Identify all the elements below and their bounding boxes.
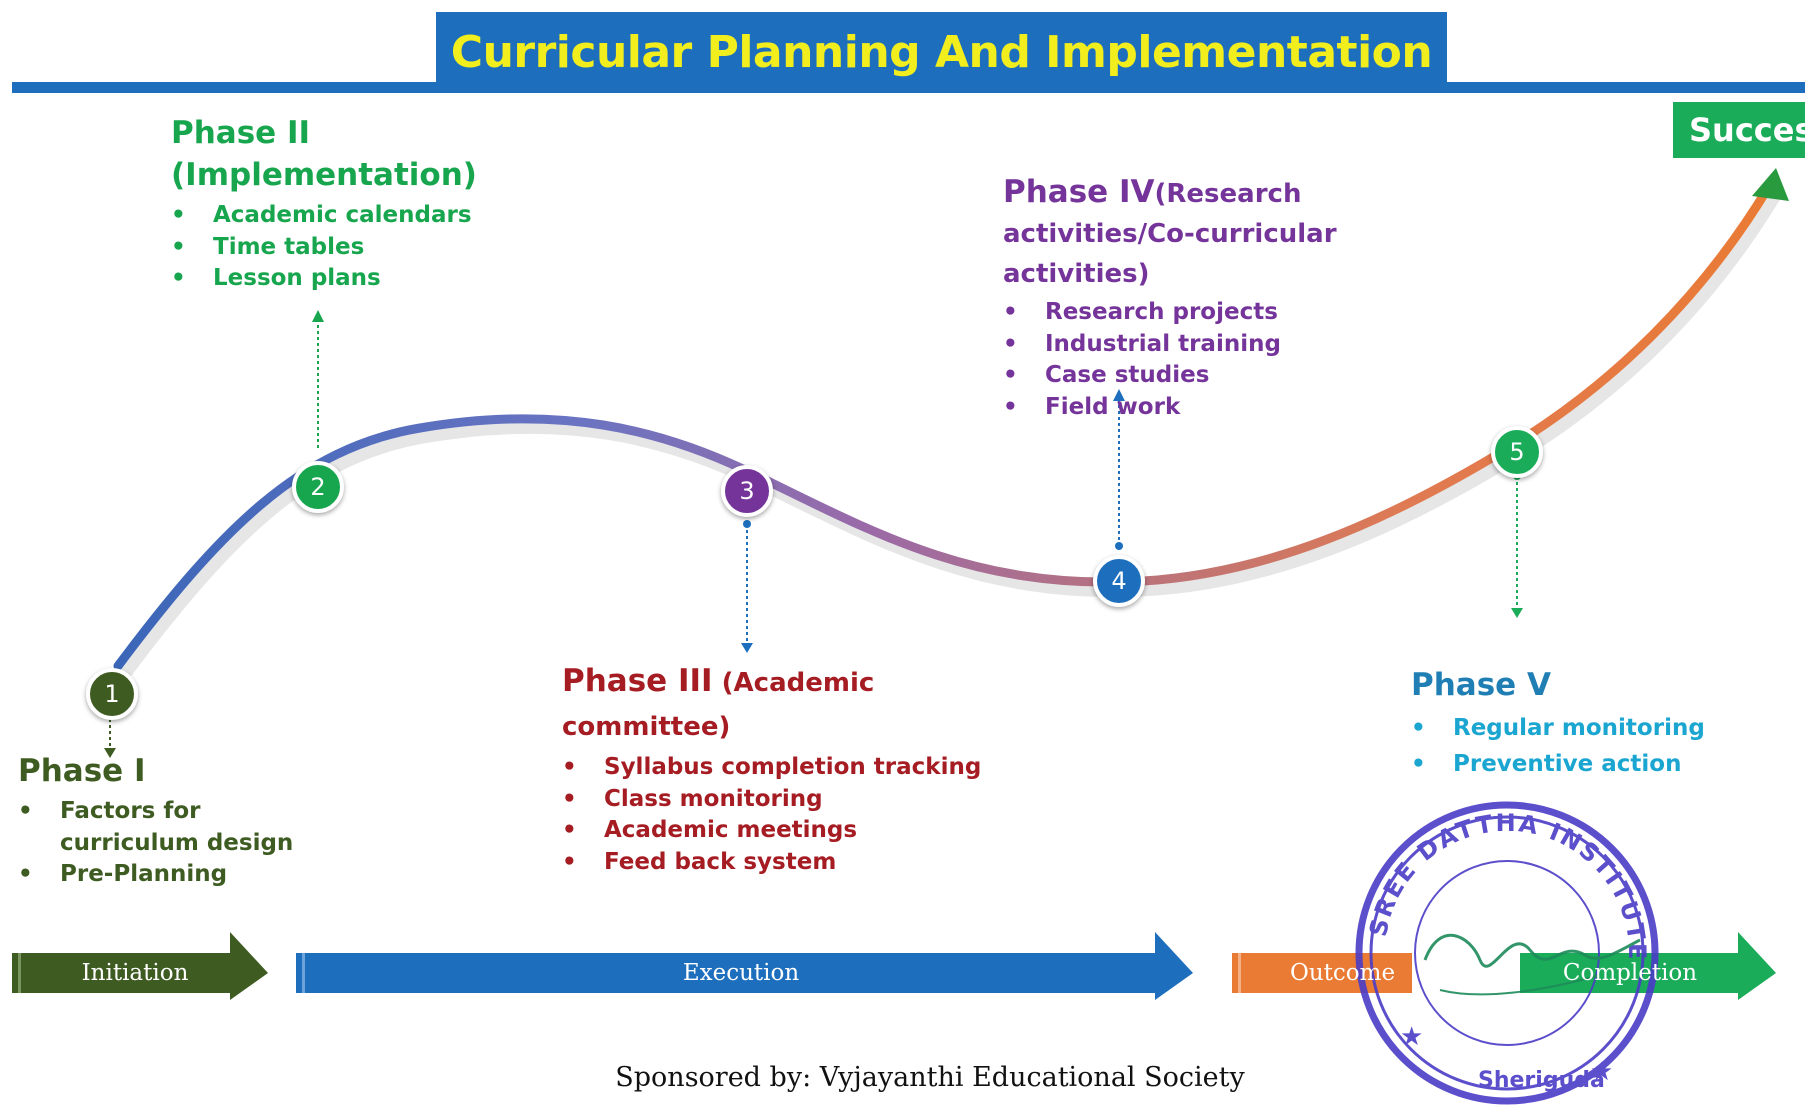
phase-5-block: Phase V Regular monitoring Preventive ac… [1411, 664, 1771, 782]
node-4: 4 [1093, 555, 1145, 607]
list-item: Feed back system [562, 847, 1022, 879]
phase-2-list: Academic calendars Time tables Lesson pl… [171, 200, 491, 295]
list-item: Academic calendars [171, 200, 491, 232]
phase-3-block: Phase III (Academic committee) Syllabus … [562, 660, 1022, 878]
page-title: Curricular Planning And Implementation [450, 27, 1433, 78]
phase-3-list: Syllabus completion tracking Class monit… [562, 752, 1022, 878]
list-item: Field work [1003, 392, 1463, 424]
svg-text:★: ★ [1590, 1057, 1613, 1087]
list-item: Syllabus completion tracking [562, 752, 1022, 784]
phase-4-title: Phase IV [1003, 174, 1155, 210]
node-5: 5 [1491, 426, 1543, 478]
phase-1-block: Phase I Factors for curriculum design Pr… [18, 750, 318, 891]
curve-shadow [118, 192, 1780, 679]
list-item: Academic meetings [562, 815, 1022, 847]
list-item: Factors for curriculum design [18, 796, 318, 859]
success-label: Success [1673, 102, 1805, 158]
phase-4-block: Phase IV(Research activities/Co-curricul… [1003, 173, 1463, 423]
node-2: 2 [292, 461, 344, 513]
list-item: Regular monitoring [1411, 710, 1771, 746]
list-item: Case studies [1003, 360, 1463, 392]
stage-label-initiation: Initiation [81, 960, 189, 986]
list-item: Lesson plans [171, 263, 491, 295]
phase-5-list: Regular monitoring Preventive action [1411, 710, 1771, 782]
phase-1-title: Phase I [18, 753, 146, 789]
stage-arrow-outcome [1232, 953, 1412, 993]
list-item: Time tables [171, 232, 491, 264]
sponsor-footer: Sponsored by: Vyjayanthi Educational Soc… [615, 1062, 1245, 1093]
stage-arrow-execution [296, 932, 1193, 1000]
phase-4-subtitle: (Research activities/Co-curricular activ… [1003, 179, 1337, 289]
phase-5-title: Phase V [1411, 667, 1551, 703]
growth-curve [113, 183, 1773, 671]
node-1: 1 [86, 668, 138, 720]
phase-4-list: Research projects Industrial training Ca… [1003, 297, 1463, 423]
svg-text:★: ★ [1400, 1022, 1423, 1052]
stage-label-outcome: Outcome [1290, 960, 1396, 986]
stage-arrow-initiation [12, 932, 268, 1000]
node-3: 3 [721, 465, 773, 517]
success-arrowhead [1752, 168, 1789, 201]
list-item: Class monitoring [562, 784, 1022, 816]
list-item: Pre-Planning [18, 859, 318, 891]
stage-label-completion: Completion [1562, 960, 1698, 986]
svg-text:Sheriguda: Sheriguda [1478, 1068, 1605, 1093]
stage-label-execution: Execution [682, 960, 800, 986]
list-item: Preventive action [1411, 746, 1771, 782]
list-item: Industrial training [1003, 329, 1463, 361]
phase-1-list: Factors for curriculum design Pre-Planni… [18, 796, 318, 891]
list-item: Research projects [1003, 297, 1463, 329]
title-banner: Curricular Planning And Implementation [436, 12, 1447, 93]
phase-2-title: Phase II [171, 115, 311, 151]
phase-3-subtitle: (Academic committee) [562, 668, 875, 742]
phase-3-title: Phase III [562, 663, 713, 699]
phase-2-block: Phase II (Implementation) Academic calen… [171, 112, 491, 295]
phase-2-subtitle: (Implementation) [171, 157, 477, 193]
